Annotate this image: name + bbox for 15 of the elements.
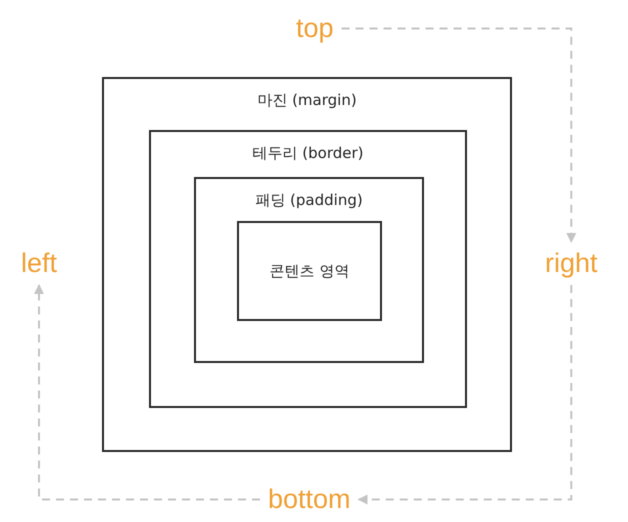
- dashed-arrow: [34, 284, 260, 500]
- box-label: 패딩 (padding): [255, 191, 363, 210]
- side-label: bottom: [268, 486, 351, 513]
- dashed-arrow: [342, 28, 576, 243]
- side-label: top: [296, 15, 334, 42]
- box-frame: [237, 221, 382, 321]
- side-label: left: [21, 250, 58, 277]
- box-frame: [194, 177, 424, 363]
- box-label: 테두리 (border): [252, 144, 364, 163]
- box-label: 마진 (margin): [257, 91, 357, 110]
- box-label: 콘텐츠 영역: [270, 262, 350, 280]
- side-label: right: [545, 250, 598, 277]
- box-frame: [149, 130, 467, 408]
- box-frame: [102, 77, 512, 452]
- dashed-arrow: [358, 285, 572, 504]
